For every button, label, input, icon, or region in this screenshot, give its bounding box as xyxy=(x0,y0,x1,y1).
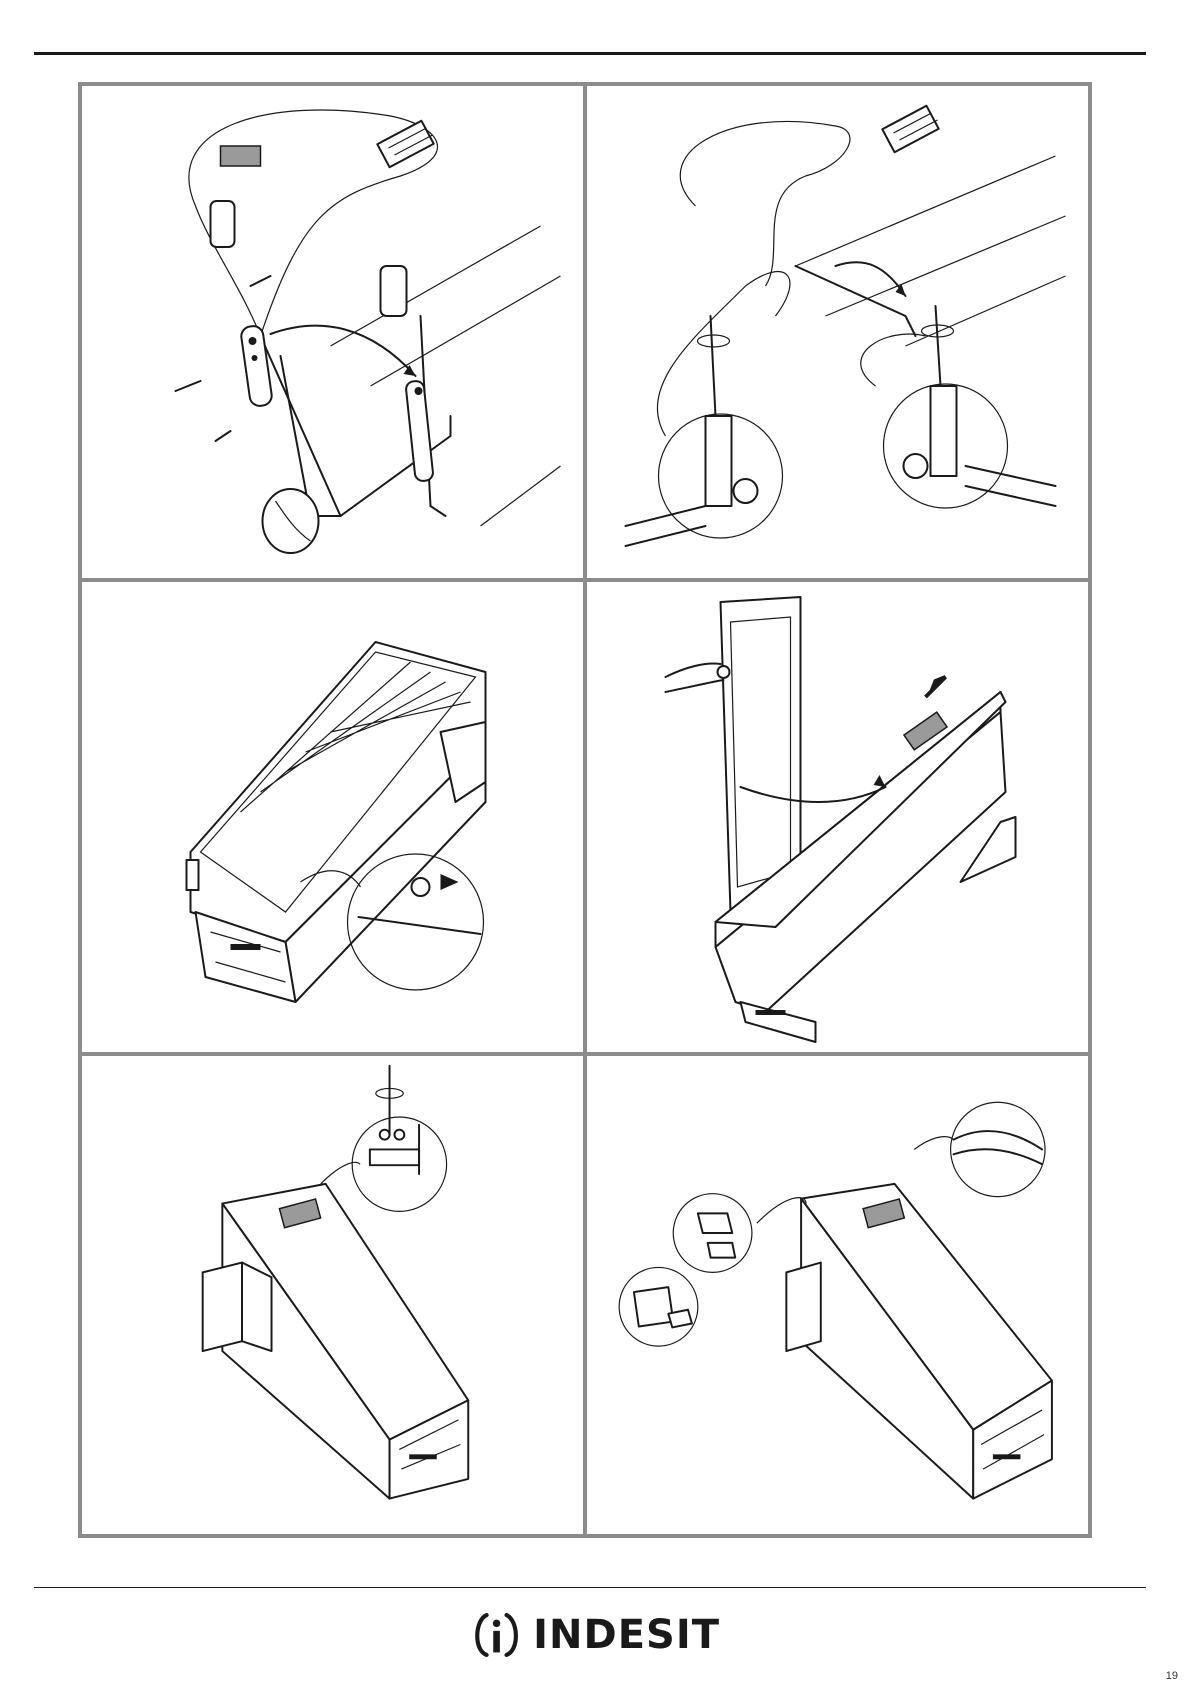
panel-step-5 xyxy=(82,1056,583,1534)
cover-plugs-diagram xyxy=(587,1056,1088,1534)
hinge-screws-diagram xyxy=(587,86,1088,578)
brand-logo: INDESIT xyxy=(470,1600,720,1670)
panel-step-1 xyxy=(82,86,583,578)
hinge-swap-diagram xyxy=(82,86,583,578)
panel-step-6 xyxy=(587,1056,1088,1534)
top-hinge-diagram xyxy=(82,1056,583,1534)
refit-door-diagram xyxy=(587,582,1088,1052)
top-rule xyxy=(34,52,1146,55)
instruction-grid xyxy=(78,82,1092,1538)
page-number: 19 xyxy=(1166,1670,1178,1682)
indesit-i-icon xyxy=(470,1603,523,1667)
brand-name: INDESIT xyxy=(533,1612,720,1658)
panel-step-2 xyxy=(587,86,1088,578)
panel-step-3 xyxy=(82,582,583,1052)
remove-door-pin-diagram xyxy=(82,582,583,1052)
panel-step-4 xyxy=(587,582,1088,1052)
bottom-rule xyxy=(34,1587,1146,1588)
